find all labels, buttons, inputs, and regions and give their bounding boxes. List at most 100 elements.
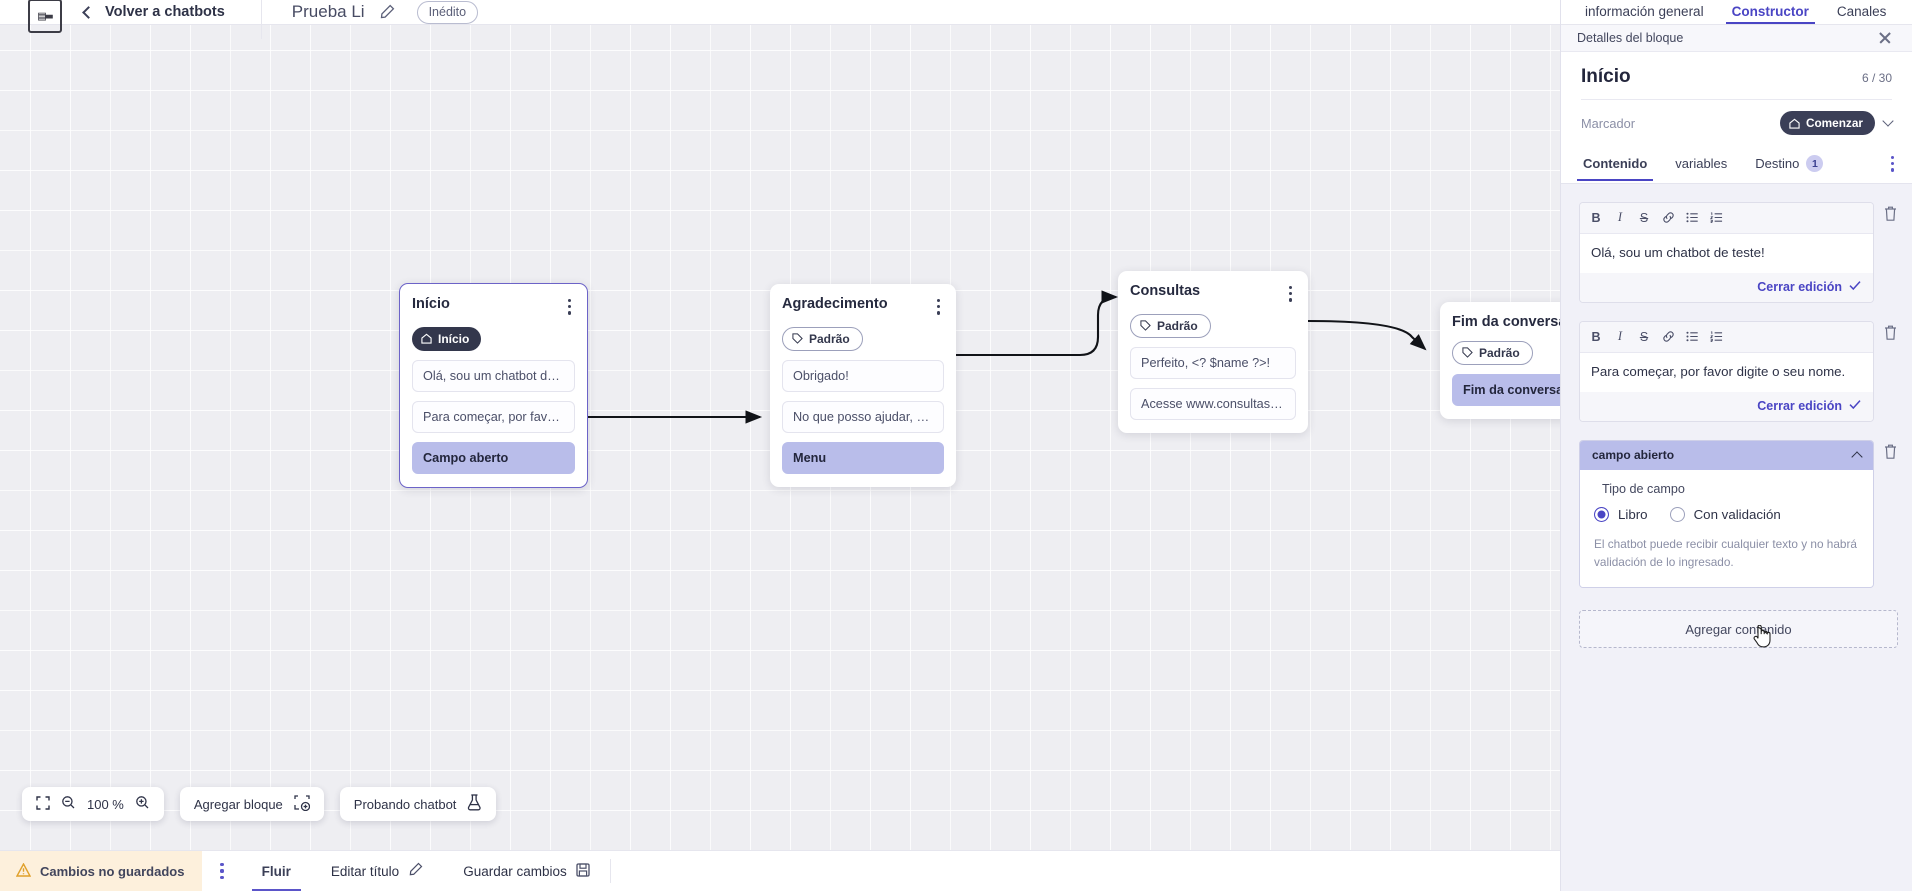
node-tag-label: Padrão <box>809 331 850 346</box>
chevron-down-icon[interactable] <box>1882 115 1894 127</box>
link-icon[interactable] <box>1656 326 1680 348</box>
flow-node-inicio[interactable]: Início Início Olá, sou um chatbot de tes… <box>399 283 588 488</box>
close-edit-label[interactable]: Cerrar edición <box>1757 399 1842 414</box>
mouse-cursor-pointer <box>1752 625 1772 652</box>
zoom-in-icon[interactable] <box>135 795 150 813</box>
app-logo-glyph: ▤▬ <box>38 8 53 24</box>
field-config-row: campo abierto Tipo de campo Libro <box>1579 440 1898 589</box>
test-chatbot-button[interactable]: Probando chatbot <box>339 787 497 821</box>
subtab-destino[interactable]: Destino 1 <box>1741 148 1837 181</box>
home-icon <box>1789 118 1800 129</box>
editor-text[interactable]: Olá, sou um chatbot de teste! <box>1580 233 1873 273</box>
link-icon[interactable] <box>1656 207 1680 229</box>
bot-name: Prueba Li <box>291 2 365 21</box>
node-message[interactable]: Olá, sou um chatbot de teste! <box>412 359 575 392</box>
open-field-body: Tipo de campo Libro Con validación E <box>1580 470 1873 588</box>
italic-icon[interactable]: I <box>1617 210 1623 225</box>
delete-field-icon[interactable] <box>1883 443 1898 460</box>
tab-constructor[interactable]: Constructor <box>1718 4 1823 24</box>
open-field-header[interactable]: campo abierto <box>1580 441 1873 471</box>
node-tag-default: Padrão <box>1130 313 1211 338</box>
flow-node-fim-da-conversa[interactable]: Fim da conversa Padrão Fim da conversa <box>1440 302 1560 419</box>
back-to-chatbots-button[interactable]: Volver a chatbots <box>82 4 225 20</box>
bullet-list-icon[interactable] <box>1680 207 1704 229</box>
strikethrough-icon[interactable]: S <box>1639 329 1649 344</box>
chevron-left-icon <box>82 5 95 19</box>
node-options-icon[interactable] <box>564 297 575 317</box>
block-title-row: Início 6 / 30 <box>1581 66 1892 88</box>
node-options-icon[interactable] <box>933 297 944 317</box>
strikethrough-icon[interactable]: S <box>1639 210 1649 225</box>
node-message[interactable]: No que posso ajudar, <? $name ... <box>782 400 944 433</box>
node-tag-label: Padrão <box>1157 318 1198 333</box>
home-icon <box>421 333 432 344</box>
open-field-title: campo abierto <box>1592 448 1675 463</box>
tab-fluir[interactable]: Fluir <box>242 851 311 891</box>
node-header: Agradecimento <box>782 296 944 317</box>
radio-option-libro[interactable]: Libro <box>1594 507 1648 523</box>
node-message[interactable]: Para começar, por favor digite o ... <box>412 400 575 433</box>
bold-icon[interactable]: B <box>1591 210 1601 225</box>
node-options-icon[interactable] <box>1285 284 1296 304</box>
delete-content-icon[interactable] <box>1883 205 1898 222</box>
subtab-contenido[interactable]: Contenido <box>1569 149 1661 182</box>
radio-label: Libro <box>1618 507 1648 523</box>
check-icon[interactable] <box>1849 399 1861 413</box>
rich-text-editor[interactable]: B I S Olá, sou um chatbot de tes <box>1579 201 1874 303</box>
marker-start-pill[interactable]: Comenzar <box>1779 111 1875 135</box>
node-message[interactable]: Acesse www.consultas.com par... <box>1130 387 1296 420</box>
italic-icon[interactable]: I <box>1617 329 1623 344</box>
rich-text-editor[interactable]: B I S Para começar, por favor di <box>1579 320 1874 423</box>
bold-icon[interactable]: B <box>1591 329 1601 344</box>
add-block-button[interactable]: Agregar bloque <box>179 787 324 821</box>
fit-screen-icon[interactable] <box>36 795 50 813</box>
node-header: Fim da conversa <box>1452 314 1560 331</box>
node-tag-label: Padrão <box>1479 345 1520 360</box>
save-changes-button[interactable]: Guardar cambios <box>443 851 610 891</box>
block-details-panel: información general Constructor Canales … <box>1560 0 1912 891</box>
flow-node-agradecimento[interactable]: Agradecimento Padrão Obrigado! No que po… <box>770 284 956 487</box>
close-edit-label[interactable]: Cerrar edición <box>1757 279 1842 294</box>
top-bar-divider <box>260 0 262 39</box>
zoom-out-icon[interactable] <box>61 795 76 813</box>
tab-canales[interactable]: Canales <box>1836 4 1887 19</box>
app-logo-icon[interactable]: ▤▬ <box>28 0 62 33</box>
subtab-contenido-label: Contenido <box>1583 156 1648 172</box>
back-to-chatbots-label: Volver a chatbots <box>105 4 225 20</box>
delete-content-icon[interactable] <box>1883 324 1898 341</box>
subtabs-more-options-button[interactable] <box>1873 147 1912 183</box>
flow-node-consultas[interactable]: Consultas Padrão Perfeito, <? $name ?>! … <box>1118 271 1308 433</box>
chevron-up-icon[interactable] <box>1851 450 1863 463</box>
node-message-selected[interactable]: Menu <box>782 441 944 474</box>
zoom-controls[interactable]: 100 % <box>22 787 164 821</box>
field-type-label: Tipo de campo <box>1602 482 1685 497</box>
status-bar-options-button[interactable] <box>202 851 241 891</box>
check-icon[interactable] <box>1849 280 1861 294</box>
node-message-selected[interactable]: Campo aberto <box>412 441 575 474</box>
unsaved-changes-label: Cambios no guardados <box>40 863 185 879</box>
flow-canvas[interactable]: Início Início Olá, sou um chatbot de tes… <box>0 25 1560 865</box>
edit-bot-name-pencil-icon[interactable] <box>379 4 395 20</box>
save-changes-label: Guardar cambios <box>463 863 567 879</box>
add-content-button[interactable]: Agregar contenido <box>1579 610 1898 649</box>
marker-pill-label: Comenzar <box>1805 116 1863 130</box>
node-tag-default: Padrão <box>782 326 863 351</box>
radio-option-con-validacion[interactable]: Con validación <box>1669 507 1781 523</box>
tab-informacion-general[interactable]: información general <box>1585 4 1704 19</box>
node-header: Início <box>412 296 575 317</box>
block-title: Início <box>1581 66 1631 87</box>
tab-fluir-label: Fluir <box>261 863 291 879</box>
bullet-list-icon[interactable] <box>1680 326 1704 348</box>
node-message[interactable]: Obrigado! <box>782 359 944 392</box>
panel-sub-tabs: Contenido variables Destino 1 <box>1561 147 1912 184</box>
node-message-selected[interactable]: Fim da conversa <box>1452 373 1560 406</box>
node-message[interactable]: Perfeito, <? $name ?>! <box>1130 346 1296 379</box>
numbered-list-icon[interactable] <box>1704 326 1728 348</box>
close-icon[interactable] <box>1878 31 1892 45</box>
subtab-variables[interactable]: variables <box>1661 149 1741 180</box>
radio-indicator <box>1669 507 1685 523</box>
numbered-list-icon[interactable] <box>1704 207 1728 229</box>
pencil-icon <box>408 862 423 880</box>
edit-title-button[interactable]: Editar título <box>311 851 443 891</box>
editor-text[interactable]: Para começar, por favor digite o seu nom… <box>1580 352 1873 393</box>
